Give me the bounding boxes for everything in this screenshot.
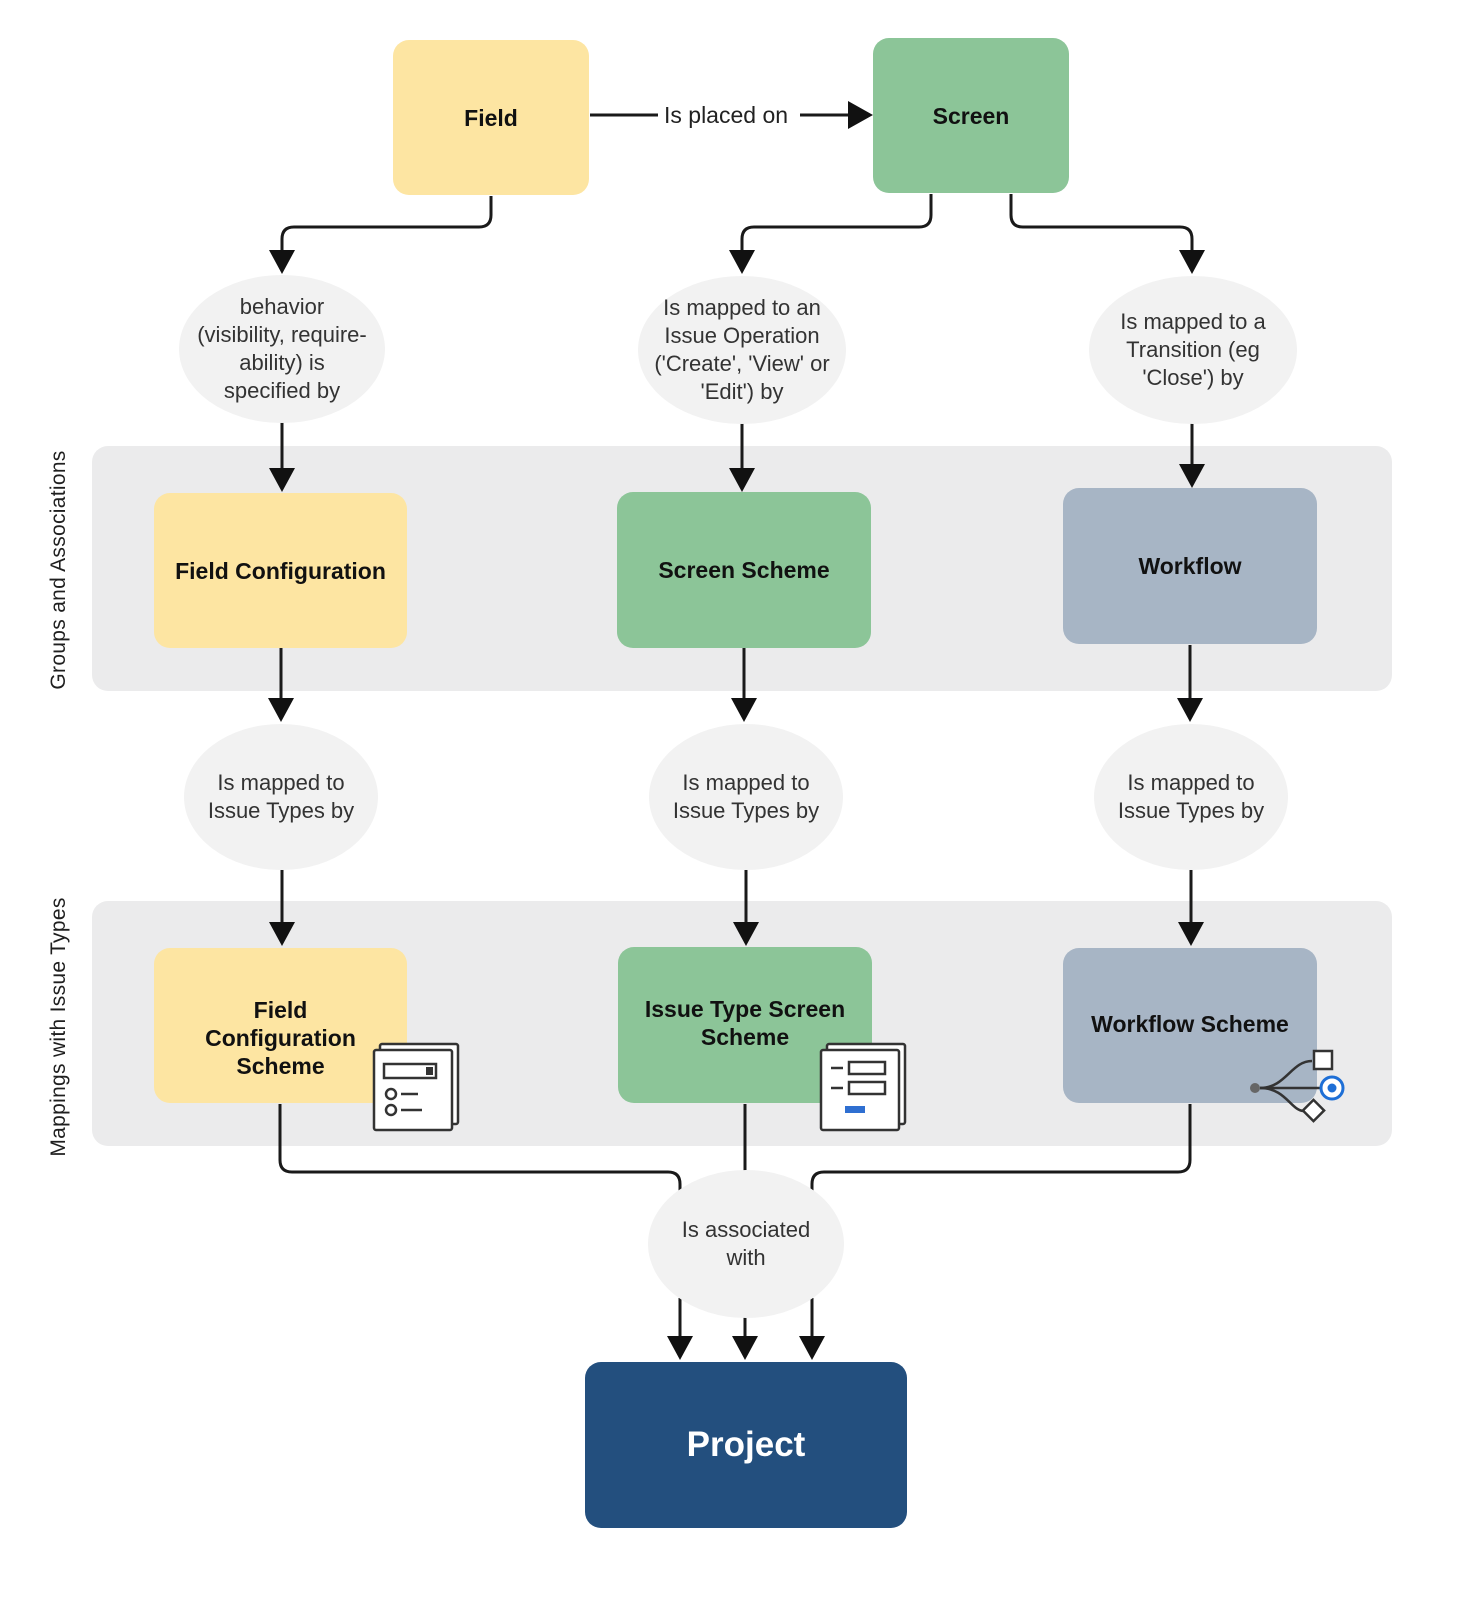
node-screen[interactable]: Screen bbox=[873, 38, 1069, 193]
screen-scheme-icon bbox=[819, 1042, 907, 1132]
node-field-configuration[interactable]: Field Configuration bbox=[154, 493, 407, 648]
node-field[interactable]: Field bbox=[393, 40, 589, 195]
node-workflow-scheme[interactable]: Workflow Scheme bbox=[1063, 948, 1317, 1103]
bubble-issue-types-screen: Is mapped to Issue Types by bbox=[649, 724, 843, 870]
node-workflow[interactable]: Workflow bbox=[1063, 488, 1317, 644]
bubble-issue-types-workflow: Is mapped to Issue Types by bbox=[1094, 724, 1288, 870]
node-project[interactable]: Project bbox=[585, 1362, 907, 1528]
edge-label-placed-on: Is placed on bbox=[658, 100, 795, 130]
bubble-behavior: behavior (visibility, require-ability) i… bbox=[179, 275, 385, 423]
bubble-associated-with: Is associated with bbox=[648, 1170, 844, 1318]
bubble-issue-operation: Is mapped to an Issue Operation ('Create… bbox=[638, 276, 846, 424]
edge-field-behavior bbox=[280, 196, 493, 252]
bubble-transition: Is mapped to a Transition (eg 'Close') b… bbox=[1089, 276, 1297, 424]
workflow-branch-icon bbox=[1250, 1049, 1345, 1123]
edge-screen-transition bbox=[1009, 194, 1194, 252]
node-screen-scheme[interactable]: Screen Scheme bbox=[617, 492, 871, 648]
edge-screen-operation bbox=[740, 194, 933, 252]
field-scheme-icon bbox=[372, 1042, 460, 1132]
bubble-issue-types-field: Is mapped to Issue Types by bbox=[184, 724, 378, 870]
node-field-configuration-scheme[interactable]: Field Configuration Scheme bbox=[154, 948, 407, 1103]
